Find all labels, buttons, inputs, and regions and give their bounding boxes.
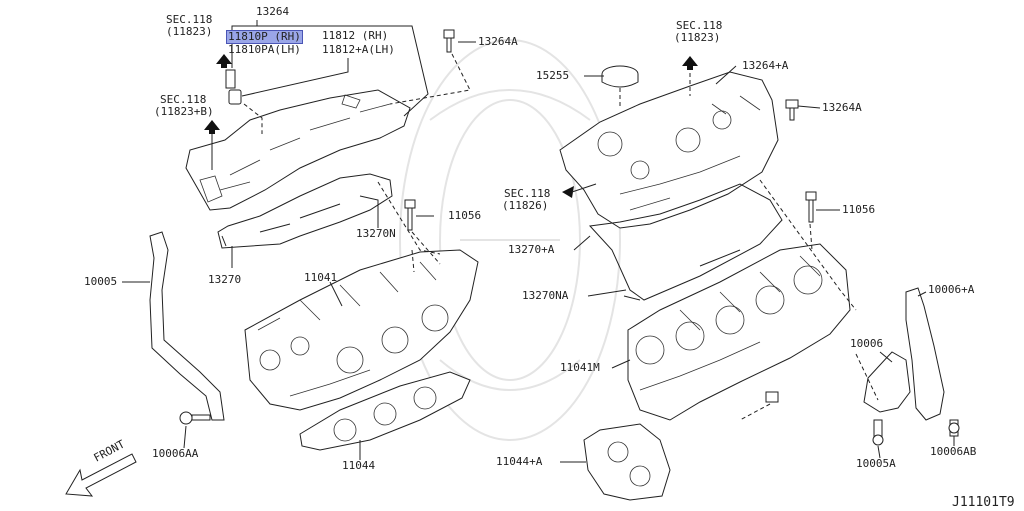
leader-lines-right xyxy=(560,65,955,463)
label-15255: 15255 xyxy=(536,69,570,82)
dowel-right xyxy=(765,391,779,403)
label-10006ab: 10006AB xyxy=(930,445,977,458)
bolt-11056-left xyxy=(404,199,416,231)
rocker-cover-left xyxy=(185,89,411,211)
label-11056-left: 11056 xyxy=(448,209,482,222)
bracket-10006a xyxy=(905,287,945,421)
arrow-sec118-a xyxy=(216,54,232,68)
label-10005: 10005 xyxy=(84,275,118,288)
label-11044: 11044 xyxy=(342,459,376,472)
rocker-cover-right xyxy=(559,71,779,229)
label-13270-a: 13270+A xyxy=(508,243,555,256)
label-11041m: 11041M xyxy=(560,361,600,374)
label-10006: 10006 xyxy=(850,337,884,350)
bolt-13264a-right xyxy=(785,99,799,121)
label-sec118-d-sub: (11826) xyxy=(502,199,549,212)
bolt-13264a-top xyxy=(443,29,455,53)
label-10006aa: 10006AA xyxy=(152,447,199,460)
label-sec118-b-sub: (11823+B) xyxy=(154,105,214,118)
sensor-11810p xyxy=(225,69,242,105)
bracket-10005 xyxy=(149,231,225,421)
bolt-10005a xyxy=(872,419,884,446)
label-sec118-c: SEC.118 xyxy=(676,19,723,32)
label-13264-a: 13264+A xyxy=(742,59,789,72)
gasket-right xyxy=(588,183,783,301)
label-sec118-b: SEC.118 xyxy=(160,93,207,106)
head-gasket-right xyxy=(583,423,671,501)
label-10006-a: 10006+A xyxy=(928,283,975,296)
label-sec118-c-sub: (11823) xyxy=(674,31,721,44)
cylinder-head-right xyxy=(627,243,851,421)
oil-cap-15255 xyxy=(601,65,639,88)
leader-lines-left xyxy=(122,20,476,460)
arrow-sec118-d xyxy=(562,183,597,198)
label-13270: 13270 xyxy=(208,273,242,286)
bolt-10006ab xyxy=(948,419,960,437)
front-arrow-icon xyxy=(65,453,137,497)
label-11812: 11812 (RH) xyxy=(322,29,389,42)
label-13270n: 13270N xyxy=(356,227,396,240)
bolt-11056-right xyxy=(805,191,817,223)
label-13264: 13264 xyxy=(256,5,290,18)
label-sec118-a: SEC.118 xyxy=(166,13,213,26)
label-11041: 11041 xyxy=(304,271,338,284)
label-11056-right: 11056 xyxy=(842,203,876,216)
arrow-sec118-b xyxy=(204,120,220,170)
cylinder-head-left xyxy=(244,249,479,411)
bracket-10006 xyxy=(863,351,911,413)
diagram-code: J11101T9 xyxy=(952,495,1015,510)
label-11810p-highlighted: 11810P (RH) xyxy=(226,30,303,44)
label-13264a-top: 13264A xyxy=(478,35,518,48)
gasket-left xyxy=(217,173,393,249)
label-13270na: 13270NA xyxy=(522,289,569,302)
label-11044-a: 11044+A xyxy=(496,455,543,468)
label-10005a: 10005A xyxy=(856,457,896,470)
watermark-emblem xyxy=(399,39,621,441)
label-11810pa: 11810PA(LH) xyxy=(228,43,301,56)
label-sec118-a-sub: (11823) xyxy=(166,25,213,38)
arrow-sec118-c xyxy=(682,56,698,70)
label-13264a-right: 13264A xyxy=(822,101,862,114)
label-11812a: 11812+A(LH) xyxy=(322,43,395,56)
head-gasket-left xyxy=(299,371,471,451)
bolt-10006aa xyxy=(179,411,211,425)
label-sec118-d: SEC.118 xyxy=(504,187,551,200)
